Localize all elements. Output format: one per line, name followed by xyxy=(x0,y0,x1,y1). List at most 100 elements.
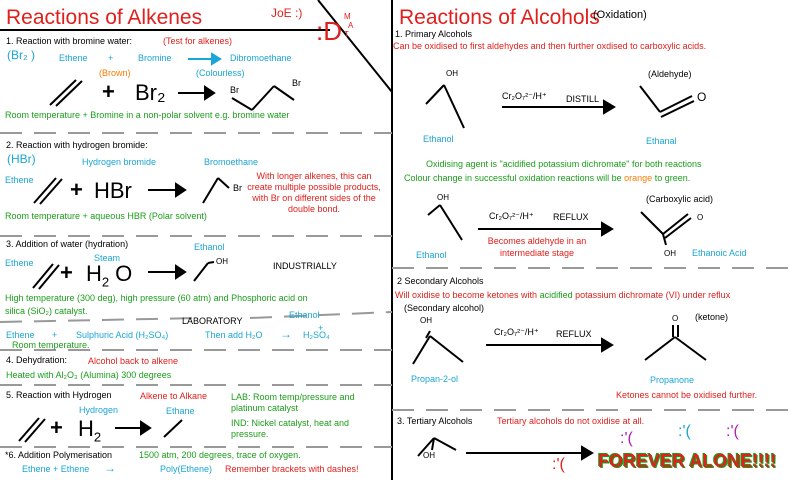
water-plus: + xyxy=(60,260,73,285)
arrow-tertiary xyxy=(466,445,594,461)
bromoethane-label: Bromoethane xyxy=(204,157,259,167)
lab-plus-2: + xyxy=(318,323,324,333)
carboxylic-oh: OH xyxy=(664,249,676,258)
ketones-note: Ketones cannot be oxidised further. xyxy=(616,390,758,400)
becomes-aldehyde-note: Becomes aldehyde in an intermediate stag… xyxy=(487,236,587,258)
brown-label: (Brown) xyxy=(99,68,131,78)
hydrogen-lab: LAB: Room temp/pressure and platinum cat… xyxy=(231,392,355,413)
primary-heading: 1. Primary Alcohols xyxy=(395,29,473,39)
bromine-note: (Test for alkenes) xyxy=(163,36,233,46)
hbr-plus: + xyxy=(70,177,83,202)
water-oh: OH xyxy=(216,257,228,266)
hbr-formula: (HBr) xyxy=(7,152,36,166)
water-conditions-2: silica (SiO₂) catalyst. xyxy=(5,306,88,316)
ethanol-label-2: Ethanol xyxy=(416,250,447,260)
ethanal-label: Ethanal xyxy=(646,136,677,146)
poly-conditions: 1500 atm, 200 degrees, trace of oxygen. xyxy=(139,450,301,460)
lab-h2so4: H₂SO₄ xyxy=(303,330,330,340)
reflux-label-1: REFLUX xyxy=(553,212,589,222)
laboratory-label: LABORATORY xyxy=(182,316,243,326)
hydrogen-note: Alkene to Alkane xyxy=(140,391,208,401)
reflux-label-2: REFLUX xyxy=(556,329,592,339)
lab-plus: + xyxy=(52,330,58,340)
hbr-conditions: Room temperature + aqueous HBR (Polar so… xyxy=(5,211,207,221)
secondary-desc: Will oxidise to become ketones with acid… xyxy=(395,290,731,300)
br2-reagent: Br₂ xyxy=(135,80,166,105)
dehyd-heading: 4. Dehydration: xyxy=(6,355,68,365)
sad-face-1: :'( xyxy=(620,430,633,447)
ethane-label: Ethane xyxy=(166,406,195,416)
water-ethene-label: Ethene xyxy=(5,258,34,268)
ketone-o: O xyxy=(672,314,679,323)
arrow-hydrogen xyxy=(115,420,152,436)
poly-note: Remember brackets with dashes! xyxy=(225,464,359,474)
alkenes-title: Reactions of Alkenes xyxy=(6,6,203,29)
tertiary-note: Tertiary alcohols do not oxidise at all. xyxy=(497,416,645,426)
acidified-word: acidified xyxy=(539,290,573,300)
forever-alone-text: FOREVER ALONE!!!! xyxy=(598,451,777,471)
plus-sign: + xyxy=(102,79,115,104)
propanone-label: Propanone xyxy=(650,375,695,385)
primary-oh-2: OH xyxy=(437,193,449,202)
hbr-label: Hydrogen bromide xyxy=(82,157,157,167)
hydrogen-ind: IND: Nickel catalyst, heat and pressure. xyxy=(231,418,350,439)
distill-label: DISTILL xyxy=(566,94,600,104)
hydrogen-plus: + xyxy=(50,415,63,440)
dehyd-note: Alcohol back to alkene xyxy=(88,356,179,366)
hydrogen-label: Hydrogen xyxy=(79,405,119,415)
sad-face-3: :'( xyxy=(726,423,739,440)
carboxylic-label: (Carboxylic acid) xyxy=(646,194,714,204)
reflux-reagent-2: Cr₂O₇²⁻/H⁺ xyxy=(494,327,539,337)
ethene-bond-1 xyxy=(49,79,77,106)
corner-diagonal xyxy=(317,0,393,93)
lab-ethene-label: Ethene xyxy=(6,330,35,340)
water-conditions-1: High temperature (300 deg), high pressur… xyxy=(5,293,308,303)
poly-heading: *6. Addition Polymerisation xyxy=(5,450,113,460)
arrow-water xyxy=(148,264,187,280)
ethanol-label: Ethanol xyxy=(194,242,225,252)
lab-room: Room temperature. xyxy=(12,340,90,350)
plus-small: + xyxy=(108,53,114,63)
steam-label: Steam xyxy=(94,253,121,263)
ketone-label: (ketone) xyxy=(695,312,729,322)
lab-ethanol-label: Ethanol xyxy=(289,310,320,320)
ethene-bond-2 xyxy=(55,80,83,107)
lab-then: Then add H₂O xyxy=(205,330,263,340)
oxidising-agent-note: Oxidising agent is "acidified potassium … xyxy=(426,159,702,169)
hbr-reagent: HBr xyxy=(94,178,132,203)
h2-reagent: H2 xyxy=(78,416,102,445)
alcohols-subtitle: (Oxidation) xyxy=(593,9,647,21)
arrow-reflux-2 xyxy=(486,337,614,353)
colour-orange-word: orange xyxy=(624,173,653,183)
br2-formula: (Br₂ ) xyxy=(7,48,35,62)
water-heading: 3. Addition of water (hydration) xyxy=(6,239,129,249)
propan-2-ol-label: Propan-2-ol xyxy=(411,374,459,384)
secondary-oh: OH xyxy=(420,316,432,325)
industrially-label: INDUSTRIALLY xyxy=(273,261,337,271)
ethene-label: Ethene xyxy=(59,53,88,63)
hbr-heading: 2. Reaction with hydrogen bromide: xyxy=(6,140,148,150)
bromine-label: Bromine xyxy=(138,53,172,63)
primary-desc: Can be oxidised to first aldehydes and t… xyxy=(393,41,707,51)
sad-face-4: :'( xyxy=(552,456,565,473)
ethanol-label-1: Ethanol xyxy=(423,134,454,144)
arrow-bromine-cyan xyxy=(188,52,222,66)
reflux-reagent-1: Cr₂O₇²⁻/H⁺ xyxy=(489,211,534,221)
arrow-reflux-1 xyxy=(478,221,614,237)
primary-oh: OH xyxy=(446,69,458,78)
secondary-alcohol-label: (Secondary alcohol) xyxy=(404,303,485,313)
colour-change-note: Colour change in successful oxidation re… xyxy=(404,173,691,183)
sad-face-2: :'( xyxy=(678,423,691,440)
tertiary-oh: OH xyxy=(423,451,435,460)
hbr-br-atom: Br xyxy=(233,183,242,193)
colourless-label: (Colourless) xyxy=(196,68,245,78)
alcohols-title: Reactions of Alcohols xyxy=(399,6,600,29)
hbr-ethene-label: Ethene xyxy=(5,175,34,185)
left-separators xyxy=(0,132,393,448)
lab-arrow: → xyxy=(280,327,292,341)
arrow-distill xyxy=(502,99,616,115)
carboxylic-o: O xyxy=(697,213,704,222)
lab-acid: Sulphuric Acid (H₂SO₄) xyxy=(76,330,169,340)
br-atom-b: Br xyxy=(292,78,301,88)
secondary-heading: 2 Secondary Alcohols xyxy=(397,276,484,286)
